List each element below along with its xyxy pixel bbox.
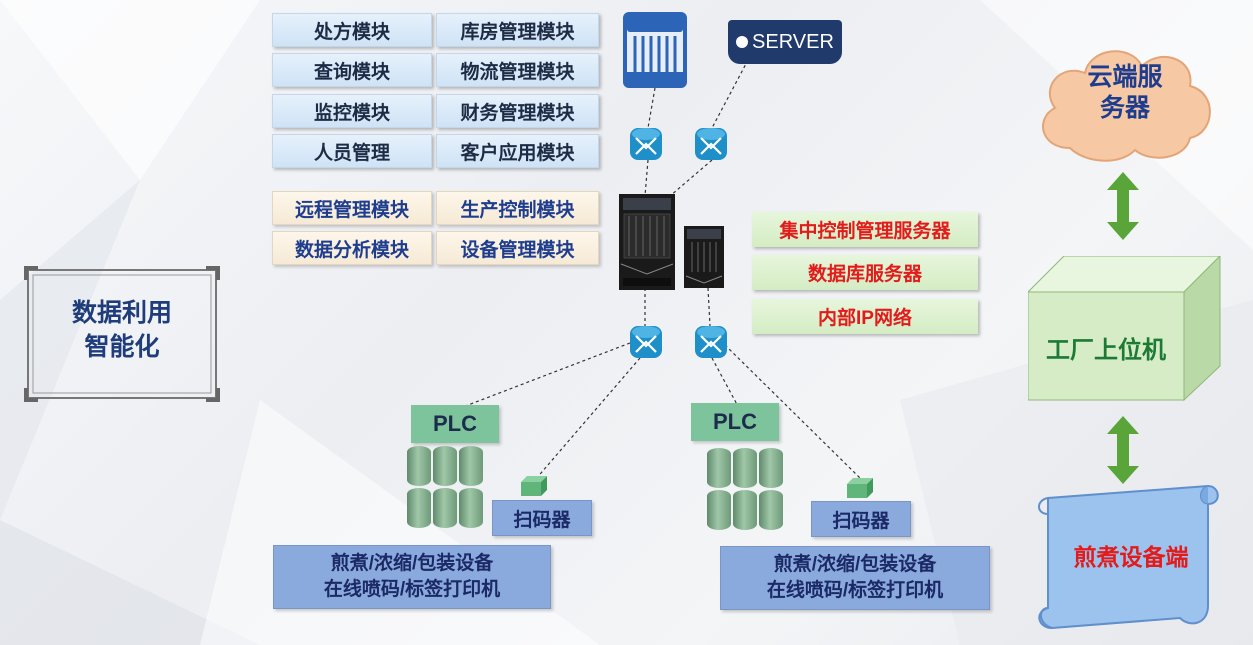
server-label-network: 内部IP网络 (752, 299, 978, 334)
ornamental-frame (24, 266, 220, 402)
module-query[interactable]: 查询模块 (272, 53, 432, 87)
frame-title: 数据利用 智能化 (71, 299, 172, 361)
server-badge: SERVER (728, 20, 842, 64)
module-prescription[interactable]: 处方模块 (272, 13, 432, 47)
bidirectional-arrow-icon (1107, 172, 1139, 240)
cloud-server-icon (1042, 50, 1211, 162)
module-customer[interactable]: 客户应用模块 (436, 134, 599, 168)
network-switch-icon (695, 326, 727, 358)
equipment-left-line1: 煎煮/浓缩/包装设备 (330, 553, 494, 574)
bidirectional-arrow-icon (1107, 416, 1139, 484)
plc-left-modules (405, 446, 485, 530)
storage-array-icon (623, 12, 687, 88)
server-rack-icon (619, 194, 675, 290)
module-finance[interactable]: 财务管理模块 (436, 94, 599, 128)
plc-left: PLC (411, 405, 499, 443)
server-label-database: 数据库服务器 (752, 255, 978, 290)
equipment-right-line2: 在线喷码/标签打印机 (766, 580, 944, 601)
module-warehouse[interactable]: 库房管理模块 (436, 13, 599, 47)
equipment-right-line1: 煎煮/浓缩/包装设备 (773, 554, 937, 575)
scanner-device-icon (847, 478, 873, 498)
module-personnel[interactable]: 人员管理 (272, 134, 432, 168)
factory-label: 工厂上位机 (1046, 337, 1166, 364)
scanner-left: 扫码器 (492, 500, 592, 536)
factory-host-box (1028, 256, 1221, 402)
module-analysis[interactable]: 数据分析模块 (272, 231, 432, 265)
network-switch-icon (695, 128, 727, 160)
scanner-right: 扫码器 (811, 501, 911, 537)
equipment-left: 煎煮/浓缩/包装设备 在线喷码/标签打印机 (273, 545, 551, 609)
scanner-device-icon (521, 476, 547, 496)
module-production[interactable]: 生产控制模块 (436, 191, 599, 225)
server-label-central: 集中控制管理服务器 (752, 212, 978, 247)
scroll-banner (1038, 484, 1219, 630)
server-badge-dot-icon (736, 36, 749, 48)
module-logistics[interactable]: 物流管理模块 (436, 53, 599, 87)
equipment-right: 煎煮/浓缩/包装设备 在线喷码/标签打印机 (720, 546, 990, 610)
plc-right-modules (705, 448, 785, 532)
server-badge-label: SERVER (752, 30, 834, 53)
network-switch-icon (630, 128, 662, 160)
plc-right: PLC (691, 403, 779, 441)
module-remote[interactable]: 远程管理模块 (272, 191, 432, 225)
module-monitor[interactable]: 监控模块 (272, 94, 432, 128)
server-rack-small-icon (684, 226, 724, 288)
network-switch-icon (630, 326, 662, 358)
module-equipment[interactable]: 设备管理模块 (436, 231, 599, 265)
cloud-label: 云端服 务器 (1087, 63, 1163, 122)
scroll-label: 煎煮设备端 (1073, 544, 1189, 570)
equipment-left-line2: 在线喷码/标签打印机 (323, 579, 501, 600)
